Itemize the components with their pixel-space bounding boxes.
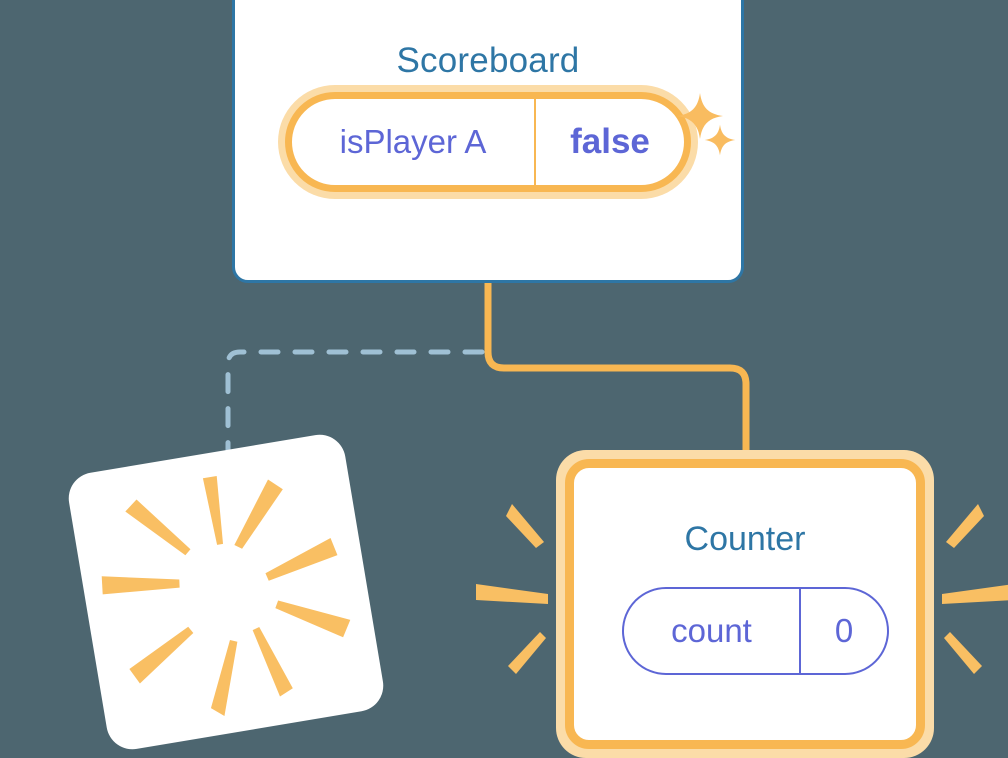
counter-property-value: 0 bbox=[834, 612, 854, 649]
burst-card[interactable] bbox=[64, 430, 388, 754]
scoreboard-property-value: false bbox=[570, 122, 650, 161]
counter-property-pill[interactable]: count 0 bbox=[622, 587, 889, 675]
counter-rays-left-icon bbox=[476, 504, 548, 674]
burst-rays-icon bbox=[101, 475, 351, 716]
scoreboard-card[interactable]: Scoreboard isPlayer A false bbox=[232, 0, 744, 283]
scoreboard-title: Scoreboard bbox=[396, 41, 580, 80]
counter-property-key: count bbox=[671, 612, 752, 649]
scoreboard-property-pill[interactable]: isPlayer A false bbox=[278, 85, 698, 199]
scoreboard-property-pill-inner: isPlayer A false bbox=[285, 92, 691, 192]
counter-pill-divider bbox=[799, 589, 801, 673]
counter-title: Counter bbox=[684, 520, 806, 558]
counter-card-inner: Counter count 0 bbox=[565, 459, 925, 749]
scoreboard-property-key: isPlayer A bbox=[339, 123, 487, 160]
scoreboard-pill-divider bbox=[534, 99, 536, 185]
counter-rays-right-icon bbox=[942, 504, 1008, 674]
counter-card[interactable]: Counter count 0 bbox=[556, 450, 934, 758]
connector-solid-to-counter bbox=[484, 280, 750, 462]
connector-dashed-to-burst-card bbox=[225, 349, 485, 465]
